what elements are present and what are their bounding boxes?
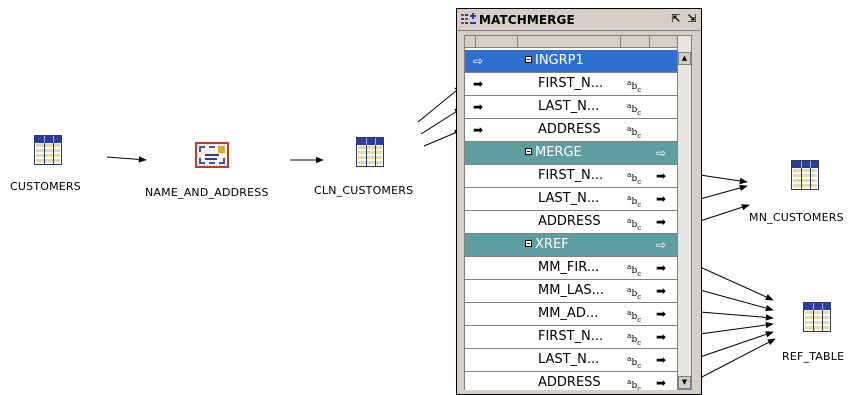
datatype-icon: abc bbox=[627, 78, 642, 94]
output-arrow-icon[interactable]: ➡ bbox=[656, 284, 667, 298]
attribute-row[interactable]: ➡ LAST_N... abc bbox=[465, 96, 677, 119]
group-label: XREF bbox=[535, 237, 569, 252]
attribute-name: MM_AD... bbox=[538, 306, 599, 321]
grid-column-header bbox=[465, 36, 677, 48]
attribute-name: LAST_N... bbox=[538, 352, 600, 367]
collapse-toggle-icon[interactable] bbox=[525, 56, 532, 63]
attribute-row[interactable]: ➡ ADDRESS abc bbox=[465, 119, 677, 142]
operator-title: MATCHMERGE bbox=[479, 13, 575, 27]
datatype-icon: abc bbox=[627, 193, 642, 209]
attribute-name: MM_LAS... bbox=[538, 283, 605, 298]
input-arrow-icon[interactable]: ⇨ bbox=[473, 54, 484, 68]
input-arrow-icon[interactable]: ➡ bbox=[473, 77, 484, 91]
link-xref-mm-address-to-ref-table[interactable] bbox=[699, 311, 774, 321]
input-arrow-icon[interactable]: ➡ bbox=[473, 100, 484, 114]
datatype-icon: abc bbox=[627, 377, 642, 390]
link-customers-to-name-and-address[interactable] bbox=[106, 156, 147, 163]
input-arrow-icon[interactable]: ➡ bbox=[473, 123, 484, 137]
name-address-operator-icon[interactable] bbox=[195, 142, 229, 168]
output-arrow-icon[interactable]: ➡ bbox=[656, 192, 667, 206]
table-icon[interactable] bbox=[356, 137, 384, 167]
link-xref-mm-last-to-ref-table[interactable] bbox=[699, 289, 774, 312]
output-arrow-icon[interactable]: ➡ bbox=[656, 353, 667, 367]
attribute-name: FIRST_N... bbox=[538, 329, 604, 344]
attribute-row[interactable]: FIRST_N... abc ➡ bbox=[465, 165, 677, 188]
output-arrow-icon[interactable]: ➡ bbox=[656, 330, 667, 344]
group-row-xref[interactable]: XREF ⇨ bbox=[465, 234, 677, 257]
group-row-ingrp[interactable]: ⇨ INGRP1 bbox=[465, 50, 677, 73]
attribute-row[interactable]: ADDRESS abc ➡ bbox=[465, 211, 677, 234]
collapse-toggle-icon[interactable] bbox=[525, 148, 532, 155]
group-label: INGRP1 bbox=[535, 53, 584, 68]
table-icon[interactable] bbox=[803, 302, 831, 332]
minimize-icon[interactable]: ⇲ bbox=[687, 12, 697, 25]
attribute-name: ADDRESS bbox=[538, 214, 601, 229]
output-arrow-icon[interactable]: ➡ bbox=[656, 307, 667, 321]
attribute-row[interactable]: MM_FIR... abc ➡ bbox=[465, 257, 677, 280]
table-icon[interactable] bbox=[34, 135, 62, 165]
attribute-row[interactable]: LAST_N... abc ➡ bbox=[465, 188, 677, 211]
attribute-name: FIRST_N... bbox=[538, 76, 604, 91]
link-cln-customers-to-ingrp1-last-name[interactable] bbox=[420, 107, 463, 135]
link-xref-last-name-to-ref-table[interactable] bbox=[699, 331, 774, 358]
datatype-icon: abc bbox=[627, 331, 642, 347]
link-cln-customers-to-ingrp1-first-name[interactable] bbox=[417, 85, 463, 123]
match-merge-icon bbox=[461, 13, 476, 24]
output-arrow-icon[interactable]: ➡ bbox=[656, 261, 667, 275]
node-label-ref-table: REF_TABLE bbox=[782, 350, 845, 363]
attribute-grid[interactable]: ⇨INGRP1➡FIRST_N...abc➡LAST_N...abc➡ADDRE… bbox=[464, 35, 677, 390]
table-icon[interactable] bbox=[791, 160, 819, 190]
link-xref-address-to-ref-table[interactable] bbox=[699, 338, 776, 379]
link-merge-first-name-to-mn-customers[interactable] bbox=[699, 174, 748, 185]
matchmerge-operator[interactable]: MATCHMERGE ⇱ ⇲ ⇨INGRP1➡FIRST_N...abc➡LAS… bbox=[456, 8, 702, 395]
link-merge-address-to-mn-customers[interactable] bbox=[699, 204, 750, 222]
datatype-icon: abc bbox=[627, 101, 642, 117]
datatype-icon: abc bbox=[627, 285, 642, 301]
maximize-icon[interactable]: ⇱ bbox=[671, 12, 681, 25]
output-arrow-icon[interactable]: ➡ bbox=[656, 376, 667, 390]
link-cln-customers-to-ingrp1-address[interactable] bbox=[423, 129, 463, 147]
link-xref-mm-first-to-ref-table[interactable] bbox=[699, 266, 774, 301]
scroll-down-icon[interactable]: ▼ bbox=[678, 376, 691, 389]
collapse-toggle-icon[interactable] bbox=[525, 240, 532, 247]
attribute-name: ADDRESS bbox=[538, 375, 601, 390]
attribute-row[interactable]: ➡ FIRST_N... abc bbox=[465, 73, 677, 96]
scroll-up-icon[interactable]: ▲ bbox=[678, 52, 691, 65]
datatype-icon: abc bbox=[627, 308, 642, 324]
output-arrow-icon[interactable]: ➡ bbox=[656, 215, 667, 229]
operator-titlebar[interactable]: MATCHMERGE ⇱ ⇲ bbox=[457, 9, 701, 31]
group-label: MERGE bbox=[535, 145, 582, 160]
node-label-cln-customers: CLN_CUSTOMERS bbox=[314, 184, 414, 197]
link-merge-last-name-to-mn-customers[interactable] bbox=[699, 184, 748, 200]
datatype-icon: abc bbox=[627, 354, 642, 370]
datatype-icon: abc bbox=[627, 170, 642, 186]
attribute-row[interactable]: LAST_N... abc ➡ bbox=[465, 349, 677, 372]
output-arrow-icon[interactable]: ⇨ bbox=[656, 146, 667, 160]
attribute-name: MM_FIR... bbox=[538, 260, 600, 275]
attribute-row[interactable]: FIRST_N... abc ➡ bbox=[465, 326, 677, 349]
attribute-name: FIRST_N... bbox=[538, 168, 604, 183]
datatype-icon: abc bbox=[627, 262, 642, 278]
datatype-icon: abc bbox=[627, 124, 642, 140]
datatype-icon: abc bbox=[627, 216, 642, 232]
vertical-scrollbar[interactable]: ▲ ▼ bbox=[677, 35, 692, 390]
node-label-mn-customers: MN_CUSTOMERS bbox=[749, 211, 844, 224]
output-arrow-icon[interactable]: ⇨ bbox=[656, 238, 667, 252]
group-row-merge[interactable]: MERGE ⇨ bbox=[465, 142, 677, 165]
attribute-row[interactable]: MM_LAS... abc ➡ bbox=[465, 280, 677, 303]
node-label-customers: CUSTOMERS bbox=[10, 180, 81, 193]
attribute-name: ADDRESS bbox=[538, 122, 601, 137]
attribute-row[interactable]: ADDRESS abc ➡ bbox=[465, 372, 677, 390]
link-xref-first-name-to-ref-table[interactable] bbox=[699, 321, 774, 335]
attribute-name: LAST_N... bbox=[538, 191, 600, 206]
attribute-name: LAST_N... bbox=[538, 99, 600, 114]
node-label-name-and-address: NAME_AND_ADDRESS bbox=[145, 186, 269, 199]
output-arrow-icon[interactable]: ➡ bbox=[656, 169, 667, 183]
attribute-row[interactable]: MM_AD... abc ➡ bbox=[465, 303, 677, 326]
